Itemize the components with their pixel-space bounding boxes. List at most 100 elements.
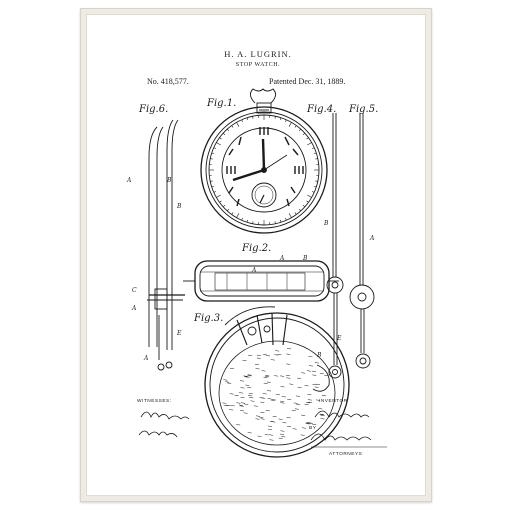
engraving-stroke	[236, 424, 241, 426]
part-label-a: A	[370, 235, 375, 242]
engraving-stroke	[265, 410, 270, 412]
engraving-stroke	[261, 397, 266, 399]
engraving-stroke	[238, 392, 244, 394]
engraving-stroke	[297, 377, 302, 379]
engraving-stroke	[259, 416, 264, 418]
dial-tick	[294, 212, 297, 215]
by-label: BY	[309, 426, 317, 431]
engraving-stroke	[260, 418, 265, 420]
dial-tick	[315, 158, 318, 160]
part-label-b: B	[177, 203, 182, 210]
fig3-label: Fig.3.	[194, 313, 224, 324]
dial-tick	[279, 219, 282, 223]
engraving-stroke	[320, 414, 325, 417]
engraving-stroke	[296, 404, 301, 406]
dial-tick	[236, 122, 240, 127]
engraving-stroke	[229, 409, 234, 411]
engraving-stroke	[262, 393, 267, 395]
engraving-stroke	[263, 382, 268, 384]
part-label-b: B	[303, 255, 308, 262]
part-label-a: A	[280, 255, 285, 262]
engraving-stroke	[267, 425, 273, 427]
engraving-stroke	[286, 417, 291, 419]
engraving-stroke	[230, 405, 235, 407]
dial-tick	[307, 194, 312, 198]
engraving-stroke	[270, 399, 275, 401]
engraving-stroke	[321, 394, 326, 397]
dial-tick	[313, 185, 317, 188]
engraving-stroke	[240, 397, 245, 399]
dial-tick	[285, 217, 287, 221]
dial-tick	[302, 204, 306, 208]
dial-tick	[211, 152, 215, 155]
engraving-stroke	[319, 413, 324, 415]
engraving-stroke	[267, 390, 272, 392]
engraving-stroke	[243, 375, 248, 377]
engraving-stroke	[255, 368, 260, 370]
dial-tick	[307, 142, 312, 146]
dial-tick	[285, 119, 287, 123]
fig6-label: Fig.6.	[139, 104, 169, 115]
dial-tick	[210, 180, 213, 182]
dial-tick	[222, 204, 226, 208]
engraving-stroke	[297, 387, 302, 389]
engraving-stroke	[300, 434, 305, 436]
patent-title: STOP WATCH.	[235, 62, 281, 68]
fig4-label: Fig.4.	[307, 104, 337, 115]
engraving-stroke	[308, 356, 313, 358]
engraving-stroke	[315, 383, 320, 385]
engraving-stroke	[312, 384, 317, 386]
engraving-stroke	[245, 384, 250, 386]
engraving-stroke	[287, 425, 292, 428]
patent-drawing	[138, 88, 387, 458]
part-label-a: A	[144, 355, 149, 362]
engraving-stroke	[263, 376, 268, 379]
engraving-stroke	[286, 348, 292, 350]
engraving-stroke	[285, 375, 291, 377]
dial-tick	[231, 125, 234, 128]
attorneys-label: ATTORNEYS	[329, 452, 363, 457]
signature-scribbles	[138, 410, 387, 448]
part-label-a: A	[252, 267, 257, 274]
engraving-stroke	[286, 353, 291, 355]
engraving-stroke	[243, 412, 248, 414]
engraving-stroke	[307, 394, 312, 396]
dial-tick	[302, 132, 306, 136]
dial-tick	[274, 116, 276, 119]
engraving-stroke	[274, 375, 279, 377]
engraving-stroke	[279, 433, 285, 435]
engraving-stroke	[319, 373, 324, 375]
fig5-label: Fig.5.	[349, 104, 379, 115]
engraving-stroke	[227, 382, 232, 384]
engraving-stroke	[319, 414, 324, 416]
engraving-stroke	[244, 376, 249, 378]
engraving-stroke	[307, 422, 312, 424]
part-label-a: A	[132, 305, 137, 312]
engraving-stroke	[289, 383, 294, 385]
dial-tick	[315, 180, 318, 182]
engraving-stroke	[239, 405, 244, 407]
dial-tick	[298, 128, 302, 132]
engraving-stroke	[280, 386, 285, 388]
engraving-stroke	[281, 396, 286, 398]
engraving-stroke	[265, 375, 270, 377]
dial-tick	[306, 200, 309, 203]
engraving-stroke	[287, 398, 292, 401]
patent-date: Patented Dec. 31, 1889.	[269, 77, 346, 86]
engraving-stroke	[234, 394, 239, 397]
engraving-stroke	[266, 381, 271, 383]
engraving-stroke	[247, 375, 252, 377]
dial-tick	[279, 117, 282, 121]
dial-tick	[311, 191, 315, 193]
engraving-stroke	[268, 434, 274, 436]
engraving-stroke	[278, 437, 283, 439]
engraving-stroke	[261, 370, 266, 372]
dial-tick	[246, 117, 249, 121]
part-label-b: B	[317, 352, 322, 359]
engraving-stroke	[293, 402, 298, 404]
engraving-stroke	[223, 379, 228, 381]
engraving-stroke	[307, 399, 312, 401]
dial-tick	[216, 142, 221, 146]
dial-tick	[219, 200, 222, 203]
engraving-stroke	[314, 362, 319, 364]
